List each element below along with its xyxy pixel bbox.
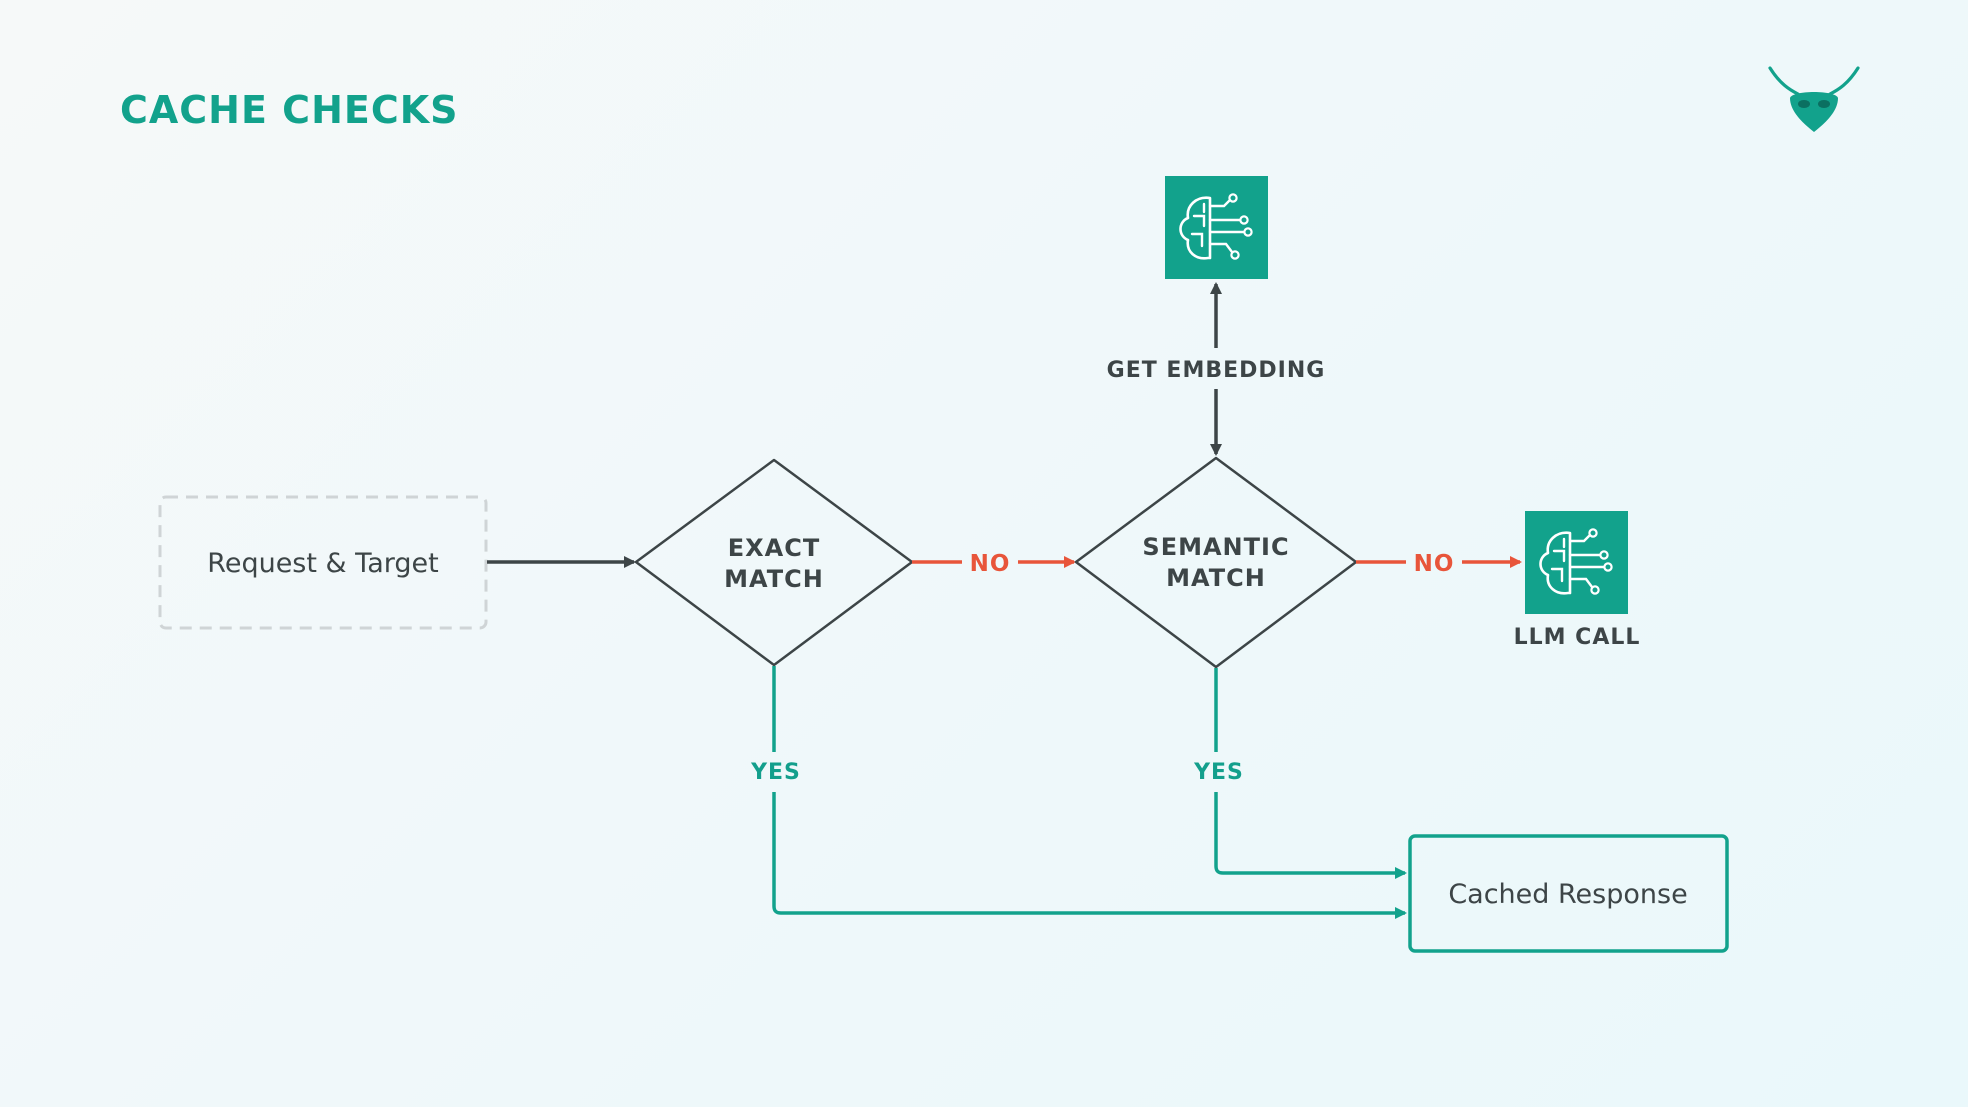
exact-yes-label: YES — [750, 760, 801, 785]
semantic-no-label: NO — [1414, 551, 1455, 577]
get-embedding-label: GET EMBEDDING — [1107, 358, 1326, 383]
cached-response-node: Cached Response — [1408, 834, 1729, 953]
request-target-label: Request & Target — [207, 548, 438, 579]
semantic-match-label-1: SEMANTIC — [1142, 533, 1289, 561]
llm-call-node: LLM CALL — [1514, 511, 1641, 650]
edge-exact-yes-line-2 — [772, 792, 1407, 919]
exact-match-label-1: EXACT — [728, 534, 820, 562]
mantis-head-icon — [1768, 66, 1860, 132]
page-title: CACHE CHECKS — [120, 88, 459, 132]
cached-response-label: Cached Response — [1448, 879, 1687, 910]
embedding-node — [1165, 176, 1268, 279]
exact-no-label: NO — [970, 551, 1011, 577]
exact-match-label-2: MATCH — [724, 565, 824, 593]
semantic-match-label-2: MATCH — [1166, 564, 1266, 592]
semantic-yes-label: YES — [1193, 760, 1244, 785]
llm-call-label: LLM CALL — [1514, 625, 1641, 650]
request-target-node: Request & Target — [158, 495, 488, 630]
semantic-match-node: SEMANTIC MATCH — [1074, 456, 1358, 669]
edge-semantic-yes-line-2 — [1214, 792, 1407, 879]
exact-match-node: EXACT MATCH — [634, 458, 914, 667]
